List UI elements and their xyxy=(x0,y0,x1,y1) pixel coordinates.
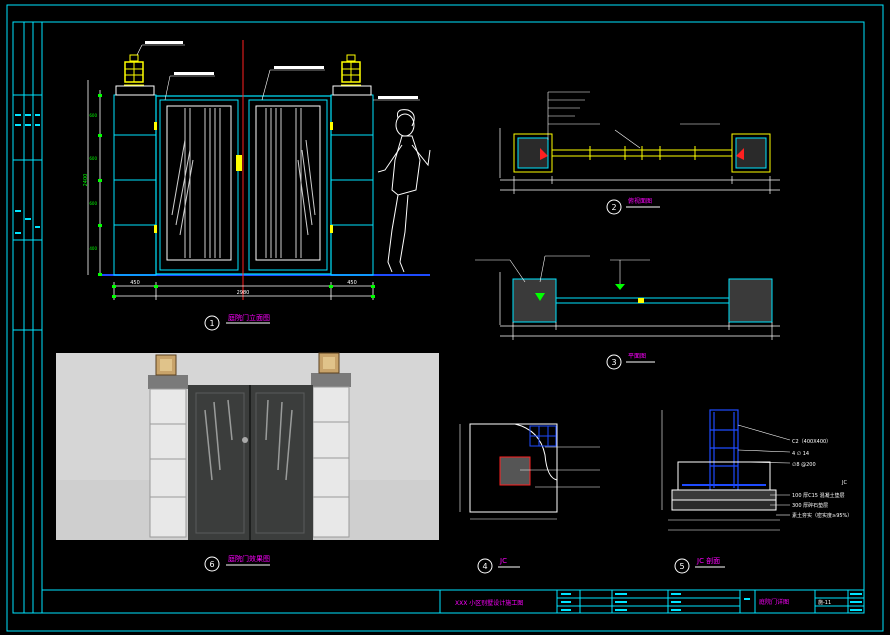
section-note-bars: 4 ∅ 14 xyxy=(792,451,809,457)
view-number-circle xyxy=(204,556,220,572)
right-pier-plan-fill xyxy=(735,137,767,169)
left-lamp xyxy=(124,54,144,86)
gate-elevation-view: 2980 450 450 2400 600 600 600 400 1 庭院门立… xyxy=(83,40,431,331)
section-note-stirrup: ∅8 @200 xyxy=(792,462,816,468)
gate-bars xyxy=(171,108,316,258)
row-height-1: 600 xyxy=(89,113,97,118)
jc-grid xyxy=(529,425,557,447)
right-pier-marker xyxy=(736,148,744,160)
top-plan-view-number: 2 xyxy=(611,203,616,212)
left-pier xyxy=(113,85,157,276)
view-number-circle xyxy=(204,315,220,331)
left-pier-plan xyxy=(513,133,553,173)
view-number-circle xyxy=(674,558,690,574)
row-height-3: 600 xyxy=(89,201,97,206)
plan-view: 3 平面图 xyxy=(475,255,780,370)
top-gate-bar xyxy=(552,146,732,160)
jc-detail-view: 4 JC xyxy=(459,423,600,574)
section-notes: C2（400X400） 4 ∅ 14 ∅8 @200 JC 100 厚C15 混… xyxy=(792,439,852,519)
jc-section-view-number: 5 xyxy=(679,562,684,571)
section-note-gravel: 300 厚碎石垫层 xyxy=(792,502,828,509)
section-dimensions xyxy=(661,410,780,531)
plan-view-title: 平面图 xyxy=(628,353,646,360)
top-plan-leaders xyxy=(547,91,720,149)
elevation-leader-text-blocks xyxy=(145,41,418,99)
elevation-view-number: 1 xyxy=(209,319,214,328)
jc-detail-view-number: 4 xyxy=(482,562,487,571)
gate-handle xyxy=(236,155,242,171)
right-pier xyxy=(330,85,374,276)
elevation-left-pier-dim: 450 xyxy=(130,280,140,286)
jc-dimensions xyxy=(459,424,557,520)
top-plan-view: 2 俯视面图 xyxy=(499,91,780,215)
view-number-circle xyxy=(606,354,622,370)
elevation-view-title: 庭院门立面图 xyxy=(228,313,270,322)
left-pier-footing xyxy=(512,278,557,323)
plan-dimensions xyxy=(499,272,780,340)
sheet-number: 施-11 xyxy=(818,599,831,606)
title-block-cell-marks xyxy=(561,593,862,611)
right-pier-footing xyxy=(728,278,773,323)
elevation-right-pier-dim: 450 xyxy=(347,280,357,286)
elevation-tick-marks xyxy=(98,94,375,298)
jc-detail-view-title: JC xyxy=(499,557,507,565)
elevation-row-heights: 600 600 600 400 xyxy=(89,113,97,251)
view-number-circle xyxy=(477,558,493,574)
right-pier-plan xyxy=(731,133,771,173)
row-height-4: 400 xyxy=(89,246,97,251)
section-note-label: JC xyxy=(841,480,847,486)
plan-view-number: 3 xyxy=(611,358,616,367)
left-footing-marker xyxy=(535,293,545,301)
section-note-concrete: 100 厚C15 混凝土垫层 xyxy=(792,492,845,499)
title-block xyxy=(42,589,864,613)
left-pier-marker xyxy=(540,148,548,160)
elevation-leaders xyxy=(136,44,420,101)
side-strip-marks xyxy=(15,114,40,234)
render-right-pillar xyxy=(311,352,351,538)
render-view-title: 庭院门效果图 xyxy=(228,554,270,563)
jc-section-view: C2（400X400） 4 ∅ 14 ∅8 @200 JC 100 厚C15 混… xyxy=(661,409,852,574)
jc-curve xyxy=(514,423,558,481)
elevation-overall-height: 2400 xyxy=(83,174,89,187)
render-view-number: 6 xyxy=(209,560,214,569)
right-lamp xyxy=(341,54,361,86)
jc-outline xyxy=(469,423,558,513)
section-note-column: C2（400X400） xyxy=(792,439,831,445)
section-note-soil: 素土夯实（密实度≥95%） xyxy=(792,512,852,519)
plan-leaders xyxy=(475,255,650,284)
jc-hatched-block xyxy=(499,456,531,486)
view-number-circle xyxy=(606,199,622,215)
project-title: XXX 小区别墅设计施工图 xyxy=(455,599,523,607)
top-plan-dimensions xyxy=(499,128,780,194)
human-scale-figure xyxy=(377,109,431,273)
plan-gate-stop xyxy=(638,298,644,303)
jc-leaders xyxy=(520,446,600,488)
drawing-name: 庭院门详图 xyxy=(759,598,789,606)
hinges xyxy=(154,122,333,233)
column-section xyxy=(709,409,739,491)
plan-elevation-mark xyxy=(615,284,625,290)
top-plan-view-title: 俯视面图 xyxy=(628,197,652,205)
row-height-2: 600 xyxy=(89,156,97,161)
sheet-frame xyxy=(6,4,884,632)
section-leaders xyxy=(737,424,791,516)
render-gate xyxy=(188,385,313,540)
elevation-overall-width: 2980 xyxy=(237,290,250,296)
render-view: 6 庭院门效果图 xyxy=(56,352,439,572)
jc-section-view-title: JC 剖面 xyxy=(696,556,720,565)
render-left-pillar xyxy=(148,354,188,538)
